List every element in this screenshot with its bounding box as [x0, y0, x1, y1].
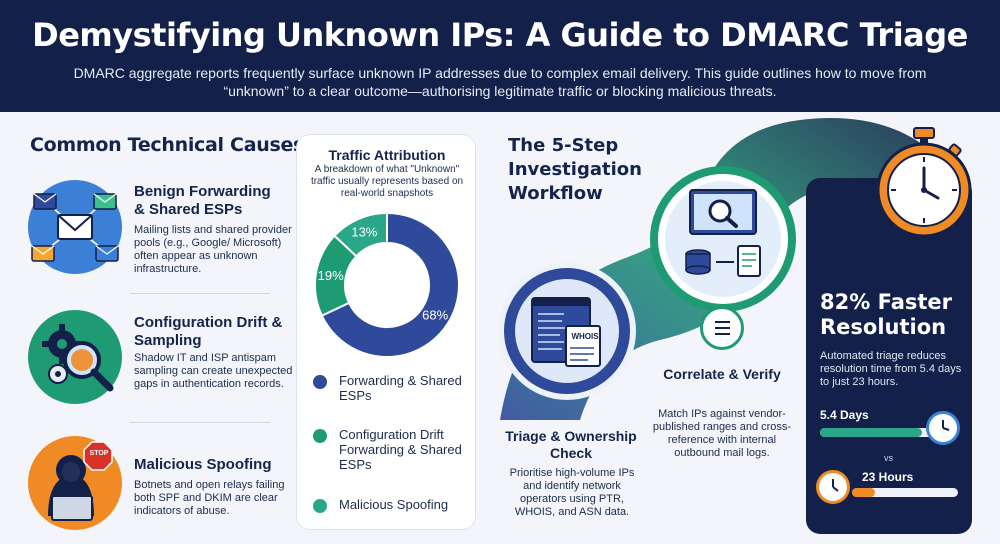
- cause-title: Malicious Spoofing: [134, 456, 272, 473]
- after-label: 23 Hours: [862, 470, 914, 484]
- step-description: Prioritise high-volume IPs and identify …: [509, 467, 635, 518]
- before-bar-fill: [820, 428, 922, 437]
- stopwatch-icon: [872, 124, 976, 242]
- vs-label: vs: [884, 453, 893, 463]
- cause-malicious-spoofing: STOP Malicious Spoofing Botnets and open…: [28, 436, 298, 536]
- legend-swatch: [313, 375, 327, 389]
- cause-description: Mailing lists and shared provider pools …: [134, 224, 292, 275]
- divider: [130, 422, 270, 423]
- cause-title: Benign Forwarding & Shared ESPs: [134, 183, 271, 218]
- whois-label: WHOIS: [571, 332, 599, 341]
- hacker-stop-icon: STOP: [28, 436, 122, 530]
- after-bar: [852, 488, 958, 497]
- cause-description: Shadow IT and ISP antispam sampling can …: [134, 352, 293, 390]
- result-description: Automated triage reduces resolution time…: [820, 350, 962, 388]
- cause-config-drift: Configuration Drift & Sampling Shadow IT…: [28, 310, 298, 410]
- before-bar: [820, 428, 940, 437]
- step-title: Triage & Ownership Check: [505, 428, 637, 461]
- cause-description: Botnets and open relays failing both SPF…: [134, 479, 285, 517]
- donut-slice: [333, 211, 388, 258]
- traffic-attribution-card: Traffic Attribution A breakdown of what …: [296, 134, 476, 530]
- header: Demystifying Unknown IPs: A Guide to DMA…: [0, 0, 1000, 112]
- workflow-title: The 5-Step Investigation Workflow: [508, 134, 642, 206]
- stop-badge: STOP: [89, 450, 109, 457]
- slice-label: 13%: [351, 225, 377, 240]
- workflow-title-line: Investigation: [508, 159, 642, 180]
- divider: [130, 293, 270, 294]
- page-subtitle: DMARC aggregate reports frequently surfa…: [73, 65, 927, 99]
- result-card: 82% Faster Resolution Automated triage r…: [806, 178, 972, 534]
- cause-benign-forwarding: Benign Forwarding & Shared ESPs Mailing …: [28, 180, 298, 280]
- workflow-title-line: The 5-Step: [508, 135, 619, 156]
- legend-label: Forwarding & Shared ESPs: [339, 373, 462, 403]
- timer-icon: [926, 411, 960, 445]
- workflow-title-line: Workflow: [508, 183, 603, 204]
- page-title: Demystifying Unknown IPs: A Guide to DMA…: [32, 16, 968, 54]
- slice-label: 68%: [422, 308, 448, 323]
- timer-icon: [816, 470, 850, 504]
- legend-item: Configuration Drift Forwarding & Shared …: [313, 427, 473, 487]
- step-title: Correlate & Verify: [663, 366, 781, 382]
- donut-slice: [320, 211, 460, 358]
- after-bar-fill: [852, 488, 876, 497]
- legend-swatch: [313, 429, 327, 443]
- before-label: 5.4 Days: [820, 408, 869, 422]
- result-title: 82% Faster Resolution: [820, 290, 952, 339]
- causes-title: Common Technical Causes: [30, 134, 305, 156]
- legend-item: Forwarding & Shared ESPs: [313, 373, 473, 413]
- gear-magnifier-icon: [28, 310, 122, 404]
- whois-document-icon: WHOIS: [498, 262, 636, 400]
- legend-label: Configuration Drift Forwarding & Shared …: [339, 427, 462, 472]
- attribution-title: Traffic Attribution: [328, 147, 446, 163]
- list-badge-icon: [700, 306, 744, 350]
- legend-swatch: [313, 499, 327, 513]
- legend-item: Malicious Spoofing: [313, 497, 473, 517]
- cause-title: Configuration Drift & Sampling: [134, 314, 283, 349]
- slice-label: 19%: [318, 268, 344, 283]
- step-description: Match IPs against vendor-published range…: [652, 408, 792, 459]
- legend-label: Malicious Spoofing: [339, 497, 449, 512]
- monitor-database-icon: [650, 166, 796, 312]
- envelope-network-icon: [28, 180, 122, 274]
- donut-chart: 68% 19% 13%: [314, 211, 460, 358]
- attribution-subtitle: A breakdown of what "Unknown" traffic us…: [310, 164, 464, 199]
